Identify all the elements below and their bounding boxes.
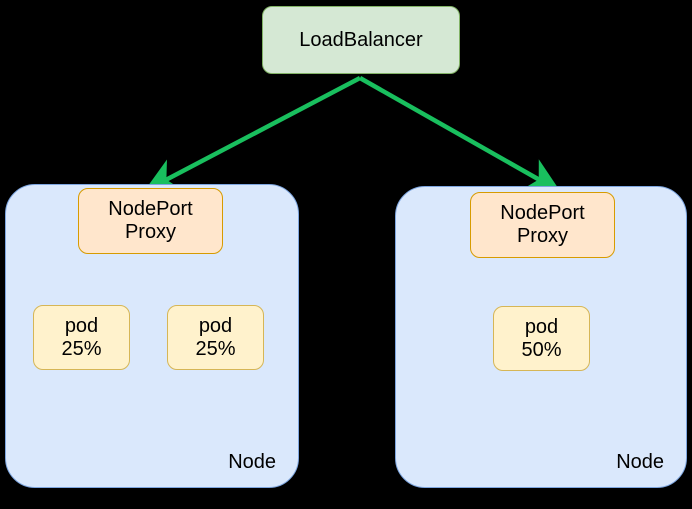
edge-loadbalancer-to-right-proxy bbox=[358, 76, 561, 192]
node-label-left: Node bbox=[228, 451, 276, 473]
pod-label-line1: pod bbox=[524, 315, 559, 338]
pod-box-left-2[interactable]: pod 25% bbox=[167, 305, 264, 370]
loadbalancer-box[interactable]: LoadBalancer bbox=[262, 6, 460, 74]
pod-label-line1: pod bbox=[198, 314, 233, 337]
edge-loadbalancer-to-left-proxy bbox=[144, 76, 362, 192]
loadbalancer-label: LoadBalancer bbox=[299, 28, 423, 51]
pod-label-line2: 25% bbox=[61, 337, 102, 360]
nodeport-proxy-label-line2: Proxy bbox=[516, 225, 569, 247]
pod-box-right-1[interactable]: pod 50% bbox=[493, 306, 590, 371]
nodeport-proxy-box-left[interactable]: NodePort Proxy bbox=[78, 188, 223, 254]
nodeport-proxy-label-line1: NodePort bbox=[108, 198, 193, 221]
pod-label-line2: 50% bbox=[521, 338, 562, 361]
nodeport-proxy-box-right[interactable]: NodePort Proxy bbox=[470, 192, 615, 258]
pod-box-left-1[interactable]: pod 25% bbox=[33, 305, 130, 370]
nodeport-proxy-label-line1: NodePort bbox=[500, 202, 585, 225]
pod-label-line2: 25% bbox=[195, 337, 236, 360]
node-label-right: Node bbox=[616, 451, 664, 473]
pod-label-line1: pod bbox=[64, 314, 99, 337]
nodeport-proxy-label-line2: Proxy bbox=[124, 221, 177, 243]
